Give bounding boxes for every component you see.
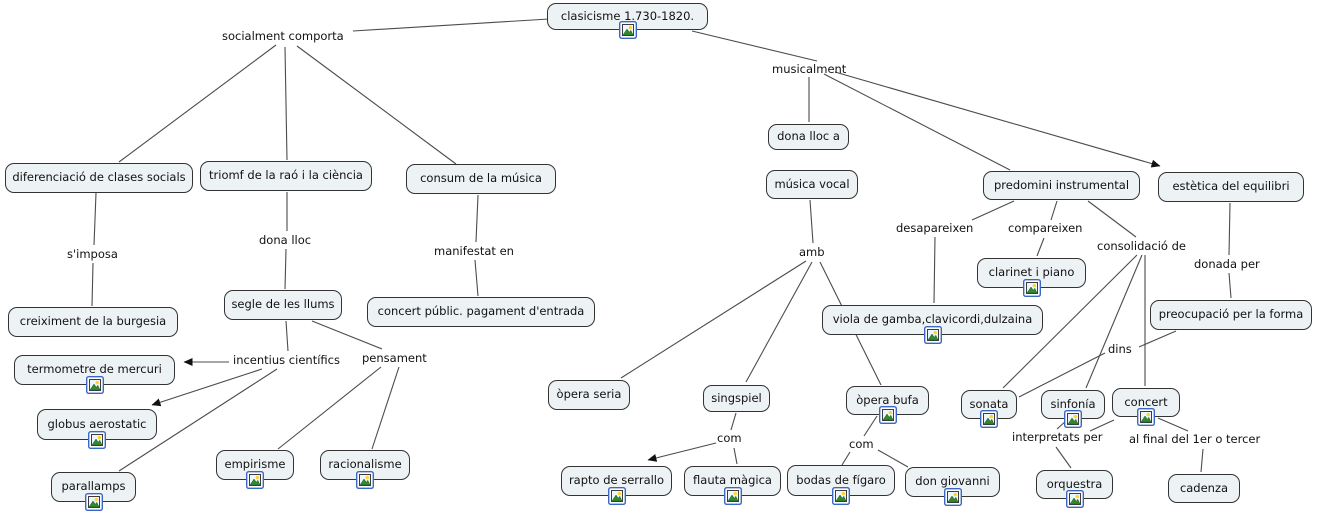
concept-globus-aerostatic[interactable]: globus aerostatic [37, 409, 157, 449]
concept-label: viola de gamba,clavicordi,dulzaina [832, 312, 1033, 326]
concept-flauta-magica[interactable]: flauta màgica [684, 466, 781, 505]
linking-phrase-dona-lloc[interactable]: dona lloc [259, 233, 312, 247]
concept-estetica-del-equilibri[interactable]: estètica del equilibri [1158, 172, 1304, 202]
concept-don-giovanni[interactable]: don giovanni [905, 467, 1000, 506]
concept-label: sonata [969, 396, 1009, 411]
concept-rapto-de-serrallo[interactable]: rapto de serrallo [561, 466, 672, 505]
linking-phrase-manifestat-en[interactable]: manifestat en [434, 244, 514, 258]
concept-orquestra[interactable]: orquestra [1036, 470, 1113, 508]
concept-clasicisme[interactable]: clasicisme 1.730-1820. [547, 3, 708, 40]
concept-empirisme[interactable]: empirisme [216, 450, 294, 489]
concept-label: segle de les llums [231, 297, 335, 311]
concept-label: música vocal [774, 176, 850, 191]
concept-triomf-de-la-rao-i-la-ciencia[interactable]: triomf de la raó i la ciència [200, 161, 372, 191]
concept-racionalisme[interactable]: racionalisme [320, 450, 410, 489]
concept-cadenza[interactable]: cadenza [1168, 474, 1240, 503]
concept-label: parallamps [61, 479, 126, 493]
concept-clarinet-i-piano[interactable]: clarinet i piano [977, 258, 1086, 297]
image-resource-icon[interactable] [832, 487, 850, 505]
image-resource-icon[interactable] [607, 487, 626, 505]
image-resource-icon[interactable] [1065, 490, 1084, 508]
concept-concert-public-pagament-entrada[interactable]: concert públic. pagament d'entrada [367, 297, 595, 327]
concept-predomini-instrumental[interactable]: predomini instrumental [983, 171, 1140, 200]
linking-phrase-s-imposa[interactable]: s'imposa [67, 247, 118, 261]
linking-phrase-musicalment[interactable]: musicalment [772, 62, 847, 76]
concept-opera-seria[interactable]: òpera seria [548, 380, 630, 410]
concept-label: preocupació per la forma [1158, 307, 1304, 321]
image-resource-icon[interactable] [723, 487, 742, 505]
concept-label: rapto de serrallo [568, 473, 665, 487]
concept-clasicisme-label: clasicisme 1.730-1820. [560, 8, 695, 23]
concept-label: empirisme [224, 457, 286, 471]
linking-phrase-consolidacio-de[interactable]: consolidació de [1097, 239, 1186, 253]
concept-label: òpera bufa [856, 392, 919, 407]
image-resource-icon[interactable] [878, 406, 897, 424]
concept-musica-vocal[interactable]: música vocal [766, 170, 858, 199]
linking-phrase-al-final-del-1er-o-tercer[interactable]: al final del 1er o tercer [1129, 432, 1261, 446]
image-resource-icon[interactable] [245, 471, 264, 489]
linking-phrase-com-singspiel[interactable]: com [717, 431, 742, 445]
image-resource-icon[interactable] [87, 431, 107, 449]
concept-label: sinfonía [1050, 396, 1096, 411]
concept-label: òpera seria [556, 387, 622, 401]
concept-opera-bufa[interactable]: òpera bufa [846, 386, 929, 424]
concept-termometre-de-mercuri[interactable]: termometre de mercuri [14, 355, 175, 394]
concept-label: singspiel [711, 390, 762, 405]
linking-phrase-donada-per[interactable]: donada per [1194, 257, 1260, 271]
image-resource-icon[interactable] [84, 493, 103, 511]
concept-label: concert [1124, 394, 1168, 409]
linking-phrase-amb[interactable]: amb [799, 245, 825, 259]
concept-sonata[interactable]: sonata [961, 390, 1017, 428]
concept-preocupacio-per-la-forma[interactable]: preocupació per la forma [1150, 300, 1312, 330]
concept-label: bodas de fígaro [796, 472, 886, 487]
concept-label: cadenza [1179, 480, 1229, 495]
linking-phrase-socialment-comporta[interactable]: socialment comporta [222, 29, 344, 43]
image-resource-icon[interactable] [618, 21, 637, 40]
concept-label: termometre de mercuri [27, 362, 162, 376]
concept-parallamps[interactable]: parallamps [51, 472, 136, 511]
concept-label: triomf de la raó i la ciència [209, 168, 363, 182]
image-resource-icon[interactable] [980, 410, 998, 428]
concept-label: racionalisme [328, 457, 402, 471]
concept-label: dona lloc a [777, 129, 840, 143]
linking-phrase-desapareixen[interactable]: desapareixen [896, 221, 974, 235]
concept-singspiel[interactable]: singspiel [703, 385, 770, 412]
linking-phrase-incentius-cientifics[interactable]: incentius científics [233, 353, 340, 367]
image-resource-icon[interactable] [85, 376, 104, 394]
image-resource-icon[interactable] [1022, 279, 1041, 297]
concept-label: diferenciació de clases socials [12, 170, 186, 184]
image-resource-icon[interactable] [943, 488, 962, 506]
image-resource-icon[interactable] [923, 326, 942, 344]
concept-label: flauta màgica [693, 473, 772, 487]
concept-segle-de-les-llums[interactable]: segle de les llums [224, 290, 342, 320]
image-resource-icon[interactable] [356, 471, 374, 489]
linking-phrase-dins[interactable]: dins [1108, 342, 1132, 356]
concept-label: estètica del equilibri [1172, 179, 1290, 193]
concept-label: predomini instrumental [993, 177, 1130, 192]
concept-consum-de-la-musica[interactable]: consum de la música [406, 164, 556, 194]
concept-label: globus aerostatic [47, 416, 147, 431]
concept-sinfonia[interactable]: sinfonía [1041, 390, 1105, 428]
image-resource-icon[interactable] [1136, 408, 1156, 426]
concept-label: consum de la música [420, 171, 542, 185]
concept-dona-lloc-a[interactable]: dona lloc a [768, 124, 849, 150]
concept-label: concert públic. pagament d'entrada [377, 304, 585, 318]
concept-diferenciacio-de-clases-socials[interactable]: diferenciació de clases socials [5, 163, 193, 193]
concept-creiximent-de-la-burgesia[interactable]: creiximent de la burgesia [8, 307, 178, 337]
concept-label: creiximent de la burgesia [19, 314, 167, 328]
concept-concert[interactable]: concert [1112, 388, 1180, 426]
linking-phrase-pensament[interactable]: pensament [362, 351, 427, 365]
concept-bodas-de-figaro[interactable]: bodas de fígaro [787, 465, 895, 505]
linking-phrase-compareixen[interactable]: compareixen [1008, 221, 1083, 235]
linking-phrase-com-opera-bufa[interactable]: com [849, 437, 874, 451]
concept-label: orquestra [1046, 476, 1103, 491]
concept-viola-de-gamba-clavicordi-dulzaina[interactable]: viola de gamba,clavicordi,dulzaina [822, 305, 1043, 344]
concept-label: don giovanni [915, 474, 990, 488]
linking-phrase-interpretats-per[interactable]: interpretats per [1012, 430, 1103, 444]
image-resource-icon[interactable] [1063, 410, 1083, 428]
concept-label: clarinet i piano [988, 265, 1075, 279]
